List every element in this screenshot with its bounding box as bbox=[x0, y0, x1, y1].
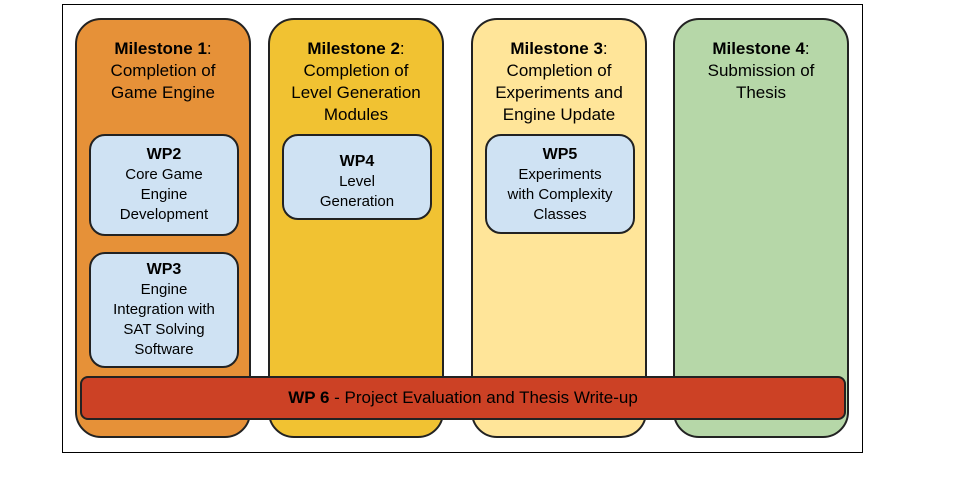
wp5-box: WP5 Experiments with Complexity Classes bbox=[485, 134, 635, 234]
milestone-1-label: Milestone 1 bbox=[114, 39, 207, 58]
wp3-box: WP3 Engine Integration with SAT Solving … bbox=[89, 252, 239, 368]
milestone-4-title: Milestone 4: Submission of Thesis bbox=[707, 39, 815, 102]
milestone-3-title: Milestone 3: Completion of Experiments a… bbox=[495, 39, 623, 124]
milestone-1-title: Milestone 1: Completion of Game Engine bbox=[110, 39, 216, 102]
wp2-box: WP2 Core Game Engine Development bbox=[89, 134, 239, 236]
milestone-3-label: Milestone 3 bbox=[510, 39, 603, 58]
wp6-bar: WP 6 - Project Evaluation and Thesis Wri… bbox=[80, 376, 846, 420]
milestone-1-line-2: Game Engine bbox=[111, 83, 215, 102]
milestone-1-line-1: Completion of bbox=[110, 61, 216, 80]
milestone-2-label: Milestone 2 bbox=[307, 39, 400, 58]
wp5-id: WP5 bbox=[542, 146, 578, 163]
wp4-box: WP4 Level Generation bbox=[282, 134, 432, 220]
milestone-4-column: Milestone 4: Submission of Thesis bbox=[673, 18, 849, 438]
milestone-2-column: Milestone 2: Completion of Level Generat… bbox=[268, 18, 444, 438]
milestone-4-label: Milestone 4 bbox=[712, 39, 805, 58]
wp2-id: WP2 bbox=[146, 146, 182, 163]
wp6-id: WP 6 bbox=[288, 388, 330, 407]
wp4-id: WP4 bbox=[339, 153, 375, 170]
milestone-1-column: Milestone 1: Completion of Game Engine W… bbox=[75, 18, 251, 438]
milestone-3-column: Milestone 3: Completion of Experiments a… bbox=[471, 18, 647, 438]
wp6-text: - Project Evaluation and Thesis Write-up bbox=[329, 388, 638, 407]
milestone-2-title: Milestone 2: Completion of Level Generat… bbox=[291, 39, 421, 124]
wp3-id: WP3 bbox=[146, 261, 182, 278]
